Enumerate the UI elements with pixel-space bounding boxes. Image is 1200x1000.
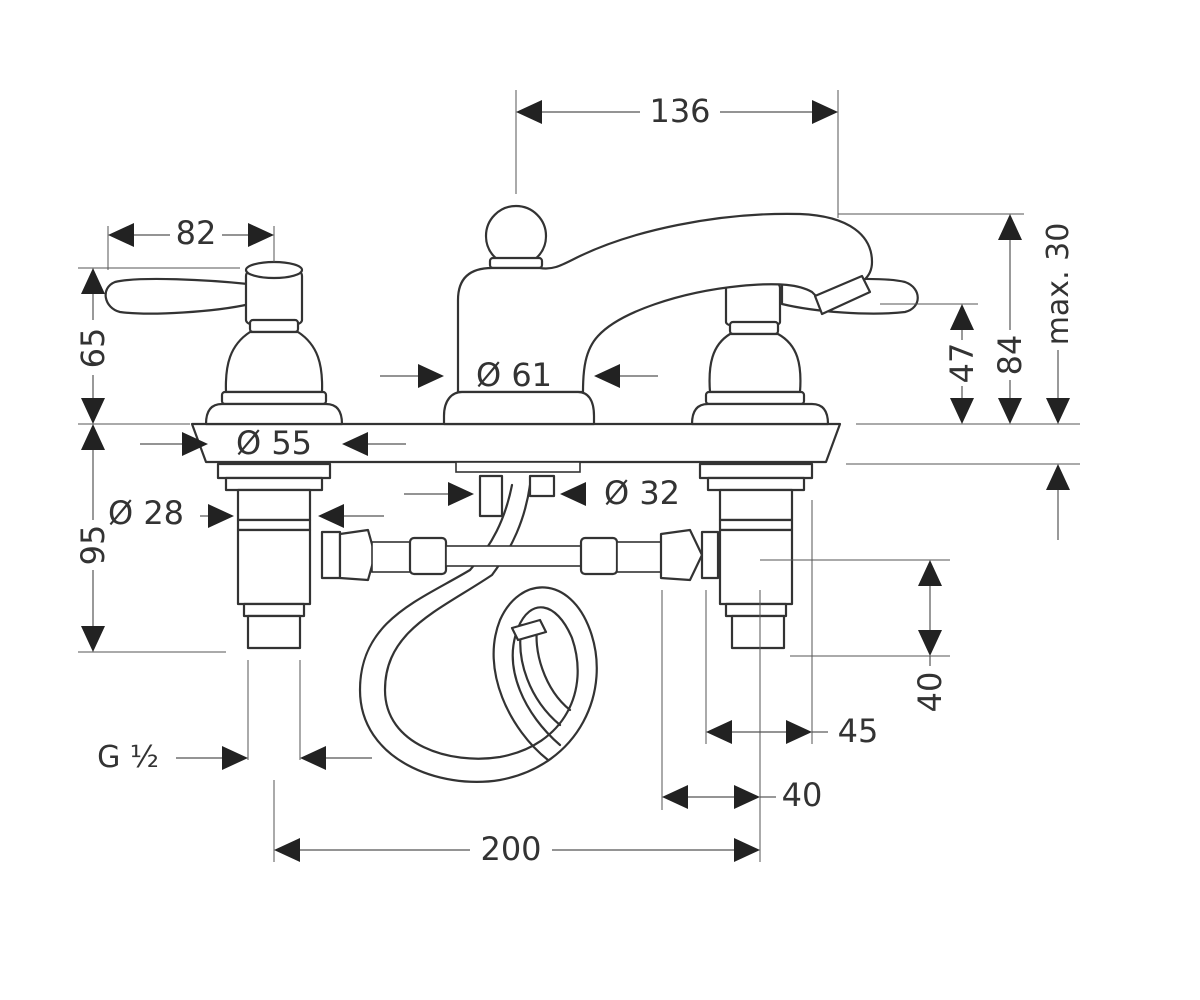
connection-pipes [320,528,720,582]
dim-47-label: 47 [943,343,981,384]
dim-82-label: 82 [176,214,217,252]
hose-loop [358,483,598,783]
dim-dia55-label: Ø 55 [236,424,312,462]
dimension-labels: 136 82 65 95 Ø 61 Ø 55 Ø 28 Ø 32 47 84 m… [74,92,1076,868]
dim-max30-label: max. 30 [1041,223,1076,346]
dim-40-horizontal-label: 40 [782,776,823,814]
dim-40-vertical-label: 40 [911,672,949,713]
dim-200-label: 200 [480,830,541,868]
dim-84-label: 84 [991,335,1029,376]
dim-136-label: 136 [649,92,710,130]
center-connector [478,474,556,518]
left-lever-handle [104,277,252,315]
right-valve [690,276,919,650]
dim-dia61-label: Ø 61 [476,356,552,394]
dim-dia28-label: Ø 28 [108,494,184,532]
dim-45-label: 45 [838,712,879,750]
dim-dia32-label: Ø 32 [604,474,680,512]
dimension-lines [78,90,1080,862]
spout [442,204,874,426]
faucet-body [104,204,919,783]
spout-arm [456,212,874,394]
deck-plate [190,422,842,464]
deck-plate-underside [455,461,581,473]
left-valve [104,260,344,650]
dim-65-label: 65 [74,328,112,369]
dim-95-label: 95 [74,525,112,566]
thread-g-half-label: G ½ [97,740,159,775]
